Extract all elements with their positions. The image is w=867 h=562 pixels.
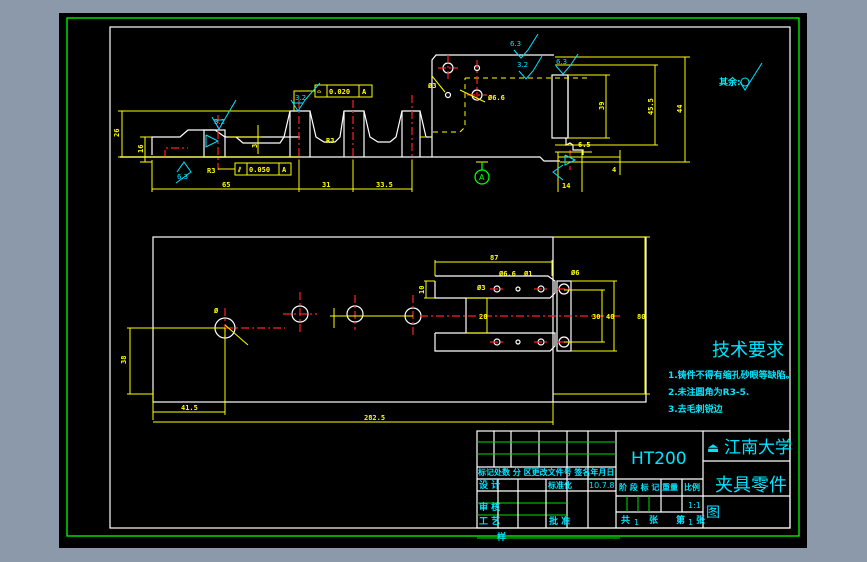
header-row: 标记处数 分 区更改文件号 签名年月日 (477, 467, 614, 477)
sheet-suffix: 张 (696, 514, 706, 526)
roughness-value: 3.2 (295, 94, 306, 102)
dim-label: 39 (598, 102, 606, 110)
roughness-value: 3.2 (214, 118, 225, 126)
requirement-item: 2.未注圆角为R3-5. (668, 386, 749, 398)
sheet-label: 张 (649, 514, 659, 526)
hole-label: Ø6.6 (487, 94, 505, 102)
datum-marker (474, 169, 490, 185)
dim-label: 80 (637, 313, 645, 321)
dim-label: 30 (592, 313, 600, 321)
title-block: HT200 ⏏ 江南大学 夹具零件 图 标记处数 分 区更改文件号 签名年月日 … (476, 430, 792, 543)
roughness-value: 6.3 (177, 173, 188, 181)
dim-label: 33.5 (376, 181, 393, 189)
material-label: HT200 (631, 449, 687, 469)
date-value: 10.7.8 (589, 481, 614, 490)
dim-label: 87 (490, 254, 498, 262)
dim-label: 45.5 (647, 98, 655, 115)
dim-label: 4 (612, 166, 616, 174)
inner-frame (109, 26, 791, 529)
stage-label: 阶 段 标 记 (619, 482, 659, 492)
front-view: ⌓ 0.020 A ⫽ 0.050 A 26 16 3 R3 R3 65 31 … (113, 33, 763, 192)
scale-label: 比例 (684, 482, 700, 492)
hole-label: Ø6.6 (498, 270, 516, 278)
dim-label: 31 (322, 181, 330, 189)
dim-label: 26 (113, 129, 121, 137)
roughness-marks (175, 33, 763, 184)
dim-label: 6.5 (578, 141, 591, 149)
scale-value: 1:1 (688, 501, 701, 510)
datum-label: A (479, 173, 485, 182)
drawing-canvas: ⌓ 0.020 A ⫽ 0.050 A 26 16 3 R3 R3 65 31 … (59, 13, 807, 548)
roughness-value: 6.3 (510, 40, 521, 48)
part-name-suffix: 图 (706, 505, 720, 521)
dim-label: 16 (137, 145, 145, 153)
tolerance-symbol: ⫽ (237, 166, 242, 174)
tolerance-datum: A (282, 166, 287, 174)
dim-label: 282.5 (364, 414, 385, 422)
sheet-no-label: 第 (676, 514, 685, 526)
hole-label: Ø6 (570, 269, 579, 277)
hole-label: Ø (213, 307, 219, 315)
tech-requirements-title: 技术要求 (712, 340, 784, 361)
top-view: 41.5 38 282.5 87 10 20 30 40 80 Ø Ø3 Ø6.… (120, 236, 650, 425)
tech-requirements: 技术要求 1.铸件不得有缩孔砂眼等缺陷。 2.未注圆角为R3-5. 3.去毛刺锐… (668, 340, 795, 415)
approve-label: 批 准 (549, 515, 570, 527)
sheet-total-label: 共 (621, 514, 630, 526)
hole-label: Ø1 (523, 270, 532, 278)
part-name: 夹具零件 (715, 475, 787, 496)
tolerance-symbol: ⌓ (317, 88, 322, 96)
design-label: 设 计 (479, 479, 500, 491)
dim-label: 40 (606, 313, 614, 321)
other-roughness-label: 其余: (719, 76, 741, 88)
school-logo-icon: ⏏ (707, 441, 719, 456)
dim-label: 10 (418, 286, 426, 294)
dim-label: 14 (562, 182, 570, 190)
dim-label: 44 (676, 105, 684, 113)
requirement-item: 1.铸件不得有缩孔砂眼等缺陷。 (668, 369, 795, 381)
tolerance-datum: A (362, 88, 367, 96)
dim-label: R3 (207, 167, 215, 175)
process-label: 工 艺 (479, 515, 500, 527)
hole-label: Ø3 (427, 82, 436, 90)
roughness-value: 3.2 (517, 61, 528, 69)
hole-label: Ø3 (476, 284, 485, 292)
standardize-label: 标准化 (547, 480, 572, 490)
dim-label: 20 (479, 313, 487, 321)
dim-label: R3 (326, 137, 334, 145)
dim-label: 38 (120, 356, 128, 364)
below-label: 样 (497, 531, 506, 543)
outer-frame (66, 17, 800, 537)
dim-label: 3 (251, 144, 259, 148)
school-name: 江南大学 (724, 438, 792, 458)
sheet-no: 1 (688, 518, 693, 527)
weight-label: 重量 (662, 482, 678, 492)
review-label: 审 核 (479, 501, 500, 513)
tolerance-value: 0.020 (329, 88, 350, 96)
cad-drawing: ⌓ 0.020 A ⫽ 0.050 A 26 16 3 R3 R3 65 31 … (66, 17, 800, 543)
dim-label: 41.5 (181, 404, 198, 412)
requirement-item: 3.去毛刺锐边 (668, 403, 724, 415)
roughness-value: 6.3 (556, 58, 567, 66)
dim-label: 65 (222, 181, 230, 189)
tolerance-value: 0.050 (249, 166, 270, 174)
sheet-total: 1 (634, 518, 639, 527)
